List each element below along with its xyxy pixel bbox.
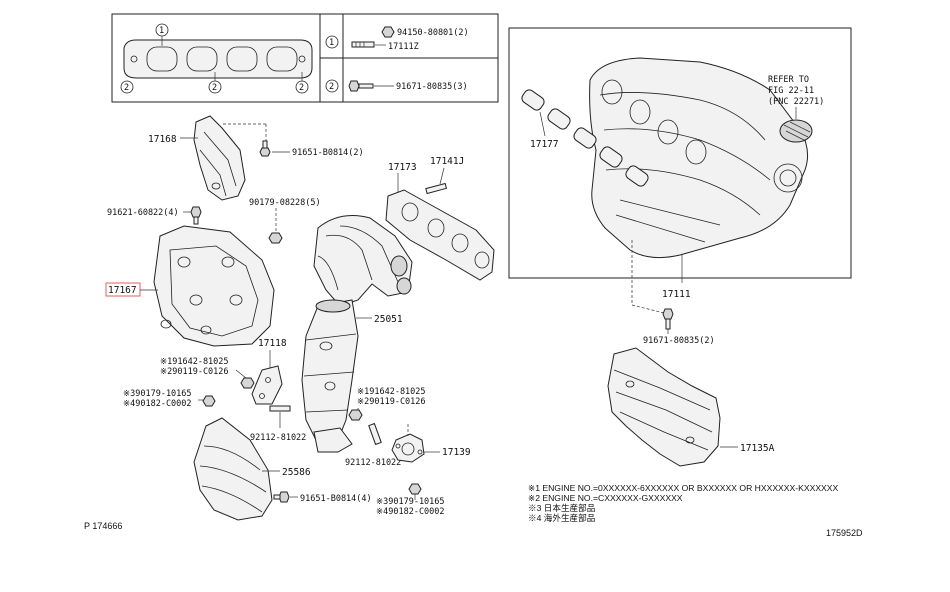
exhaust-manifold-part	[313, 215, 413, 307]
upper-bolt-part	[259, 140, 271, 157]
label-note-191642-a: ※191642-81025	[160, 357, 229, 367]
label-note-290119-b: ※290119-C0126	[357, 397, 426, 407]
svg-text:17111Z: 17111Z	[388, 42, 419, 52]
bracket-part	[251, 365, 283, 405]
throttle-gasket-reference	[779, 119, 813, 143]
gasket-marker-2c: 2	[295, 72, 309, 94]
label-25051: 25051	[374, 314, 403, 325]
kit-box: 1 2 2 2 1 94150-80801(2)	[111, 13, 499, 103]
nut-b-part	[202, 395, 216, 407]
stud-lower-left-part	[269, 405, 291, 412]
nut-icon	[381, 26, 395, 38]
intake-manifold-inset: 17177 REFER TO FIG 22-11 (PNC 22271) 171…	[508, 27, 852, 305]
label-17111: 17111	[662, 289, 691, 300]
gasket-marker-2a: 2	[120, 80, 134, 94]
svg-text:2: 2	[299, 83, 304, 93]
kit-row-2: 2 91671-80835(3)	[325, 79, 468, 93]
svg-text:1: 1	[329, 38, 334, 48]
label-17173: 17173	[388, 162, 417, 173]
svg-text:91671-80835(3): 91671-80835(3)	[396, 82, 468, 92]
gasket-marker-1: 1	[155, 23, 169, 46]
label-17118: 17118	[258, 338, 287, 349]
manifold-gasket-kit-part	[123, 39, 313, 79]
label-91651-B0814-4: 91651-B0814(4)	[300, 494, 372, 504]
label-note-191642-b: ※191642-81025	[357, 387, 426, 397]
nut-a-part	[240, 377, 255, 389]
label-note-290119-a: ※290119-C0126	[160, 367, 229, 377]
label-note-490182-a: ※490182-C0002	[123, 399, 192, 409]
nut-c-part	[348, 409, 363, 421]
exhaust-gasket-right-part	[385, 189, 495, 281]
upper-nut-part	[268, 232, 283, 244]
lower-bolt-part	[273, 491, 290, 503]
label-25586: 25586	[282, 467, 311, 478]
kit-row-1: 1 94150-80801(2) 17111Z	[325, 26, 469, 52]
heat-insulator-lower-part	[193, 417, 273, 521]
heat-insulator-main-part	[153, 225, 275, 347]
label-17167: 17167	[108, 285, 137, 296]
bolt-icon	[348, 80, 374, 92]
label-17168: 17168	[148, 134, 177, 145]
label-note-490182-b: ※490182-C0002	[376, 507, 445, 517]
refer-to-line1: REFER TO	[768, 75, 809, 85]
label-17177: 17177	[530, 139, 559, 150]
intake-manifold-part	[589, 57, 809, 259]
stud-lower-right-part	[368, 422, 382, 446]
label-17139: 17139	[442, 447, 471, 458]
heat-insulator-right-part	[607, 347, 721, 467]
heat-insulator-upper-part	[193, 115, 246, 201]
svg-text:2: 2	[329, 82, 334, 92]
left-bolt-part	[190, 206, 202, 225]
label-92112-81022-left: 92112-81022	[250, 433, 306, 443]
label-91651-B0814-2: 91651-B0814(2)	[292, 148, 364, 158]
intake-gasket-part	[521, 89, 649, 187]
svg-text:94150-80801(2): 94150-80801(2)	[397, 28, 469, 38]
refer-to-line2: FIG 22-11	[768, 86, 814, 96]
right-stud-part	[425, 182, 448, 195]
engine-notes: ※1 ENGINE NO.=0XXXXXX-6XXXXXX OR BXXXXXX…	[528, 483, 839, 523]
label-92112-81022-right: 92112-81022	[345, 458, 401, 468]
note-line-3: ※3 日本生産部品	[528, 502, 595, 513]
nut-d-part	[408, 483, 422, 495]
gasket-marker-2b: 2	[208, 72, 222, 94]
note-line-4: ※4 海外生産部品	[528, 512, 595, 523]
inset-bolt-part	[631, 304, 674, 334]
stud-icon	[351, 41, 375, 48]
page-reference: P 174666	[84, 521, 122, 531]
refer-to-line3: (PNC 22271)	[768, 97, 824, 107]
label-91621-60822-4: 91621-60822(4)	[107, 208, 179, 218]
label-91671-80835-2: 91671-80835(2)	[643, 336, 715, 346]
label-17135A: 17135A	[740, 443, 775, 454]
note-line-2: ※2 ENGINE NO.=CXXXXXX-GXXXXXX	[528, 493, 683, 503]
figure-id: 175952D	[826, 528, 863, 538]
label-17141J: 17141J	[430, 156, 464, 167]
label-90179-08228-5: 90179-08228(5)	[249, 198, 321, 208]
svg-text:2: 2	[124, 83, 129, 93]
label-note-390179-b: ※390179-10165	[376, 497, 445, 507]
label-note-390179-a: ※390179-10165	[123, 389, 192, 399]
catalytic-converter-part	[301, 299, 359, 453]
svg-text:2: 2	[212, 83, 217, 93]
note-line-1: ※1 ENGINE NO.=0XXXXXX-6XXXXXX OR BXXXXXX…	[528, 483, 839, 493]
svg-text:1: 1	[159, 26, 164, 36]
converter-gasket-part	[391, 433, 425, 463]
